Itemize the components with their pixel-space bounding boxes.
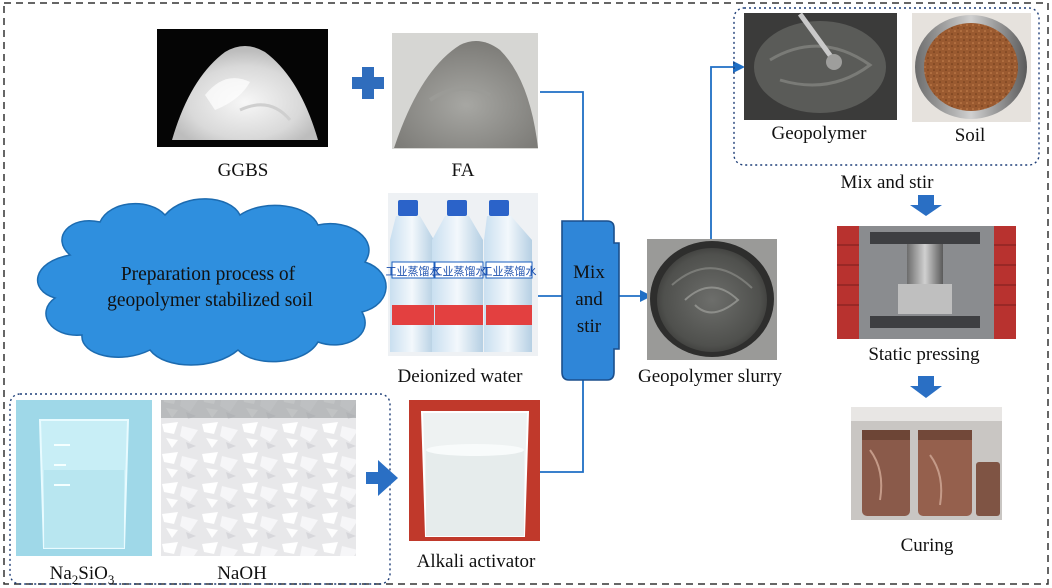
mix-and-stir-label: Mix and stir xyxy=(841,172,935,193)
arrow-right-icon xyxy=(733,61,745,73)
ggbs-photo xyxy=(157,29,328,147)
bottle-label-1: 工业蒸馏水 xyxy=(386,264,441,278)
geopolymer-slurry-label: Geopolymer slurry xyxy=(638,366,783,387)
soil-label: Soil xyxy=(955,125,986,146)
mix-box-line-3: stir xyxy=(577,316,602,337)
deionized-water-label: Deionized water xyxy=(397,366,523,387)
plus-icon xyxy=(352,67,384,99)
fa-label: FA xyxy=(452,160,475,181)
mix-box-line-1: Mix xyxy=(573,262,605,283)
mix-box-line-2: and xyxy=(575,289,603,310)
arrow-right-icon xyxy=(366,460,398,496)
deionized-water-photo: 工业蒸馏水 工业蒸馏水 工业蒸馏水 xyxy=(386,193,538,356)
static-pressing-photo xyxy=(837,226,1016,339)
bottle-label-2: 工业蒸馏水 xyxy=(432,264,487,278)
slurry-to-geopolymer-line xyxy=(710,66,733,240)
geopolymer-soil-dotted-box xyxy=(733,7,1040,166)
na2sio3-label: Na2SiO3 xyxy=(50,563,115,587)
arrow-right-icon xyxy=(640,290,652,302)
geopolymer-mixing-photo xyxy=(744,12,897,120)
activator-ingredients-dotted-box xyxy=(9,393,391,585)
arrow-down-icon xyxy=(910,195,942,216)
bottle-label-3: 工业蒸馏水 xyxy=(482,264,537,278)
alkali-activator-photo xyxy=(409,400,540,541)
flow-lines xyxy=(538,66,733,473)
title-cloud xyxy=(36,198,387,366)
alkali-activator-label: Alkali activator xyxy=(417,551,536,572)
cloud-line-2: geopolymer stabilized soil xyxy=(107,290,313,311)
curing-photo xyxy=(851,407,1002,520)
arrow-down-icon xyxy=(910,376,942,398)
static-pressing-label: Static pressing xyxy=(868,344,980,365)
soil-photo xyxy=(912,13,1031,122)
fa-photo xyxy=(392,33,538,149)
na2sio3-photo xyxy=(16,400,152,556)
naoh-label: NaOH xyxy=(217,563,267,584)
ggbs-label: GGBS xyxy=(218,160,269,181)
geopolymer-label: Geopolymer xyxy=(772,123,868,144)
fa-to-mixer-line xyxy=(540,91,584,222)
outer-dashed-frame xyxy=(3,2,1049,585)
activator-to-mixer-line xyxy=(540,378,584,473)
geopolymer-slurry-photo xyxy=(647,239,777,360)
cloud-line-1: Preparation process of xyxy=(121,264,296,285)
curing-label: Curing xyxy=(901,535,954,556)
naoh-photo xyxy=(161,400,356,556)
mix-and-stir-box xyxy=(561,220,620,381)
